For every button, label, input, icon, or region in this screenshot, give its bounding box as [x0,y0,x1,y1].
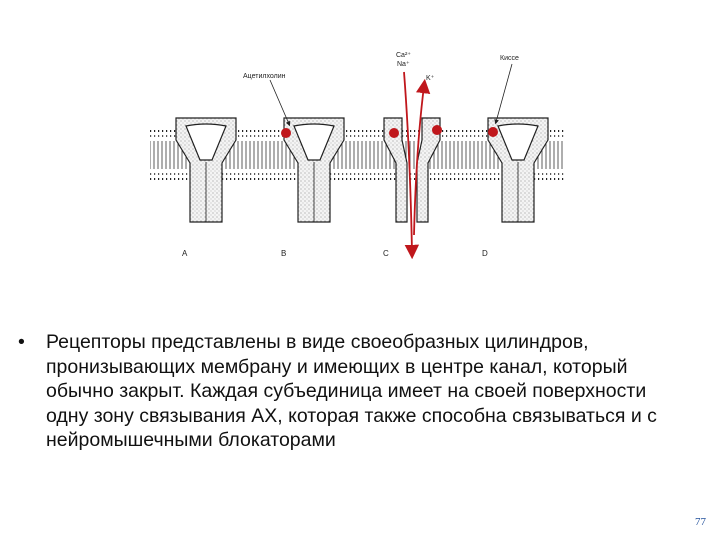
label-ions-bottom: Na⁺ [397,61,410,68]
label-acetylcholine: Ацетилхолин [243,73,286,80]
label-potassium: K⁺ [426,75,435,82]
bullet-text: Рецепторы представлены в виде своеобразн… [46,331,657,451]
receptor-d [487,117,549,223]
receptor-b [281,117,345,223]
label-ions-top: Ca²⁺ [396,52,411,59]
page-number: 77 [695,516,706,528]
panel-letter-d: D [482,249,488,258]
label-other: Киссе [500,55,519,62]
ion-inflow-arrow [403,71,420,260]
panel-letter-b: B [281,249,286,258]
acetylcholine-pointer [269,79,291,127]
potassium-outflow-arrow [413,78,431,236]
receptor-c [383,117,442,223]
other-pointer [494,63,513,125]
bullet-point: • Рецепторы представлены в виде своеобра… [18,330,678,453]
panel-letter-a: A [182,249,188,258]
bullet-symbol: • [18,331,25,353]
receptor-diagram: Ацетилхолин Ca²⁺ Na⁺ K⁺ Киссе A B C D [150,52,565,260]
receptor-a [175,117,237,223]
panel-letter-c: C [383,249,389,258]
